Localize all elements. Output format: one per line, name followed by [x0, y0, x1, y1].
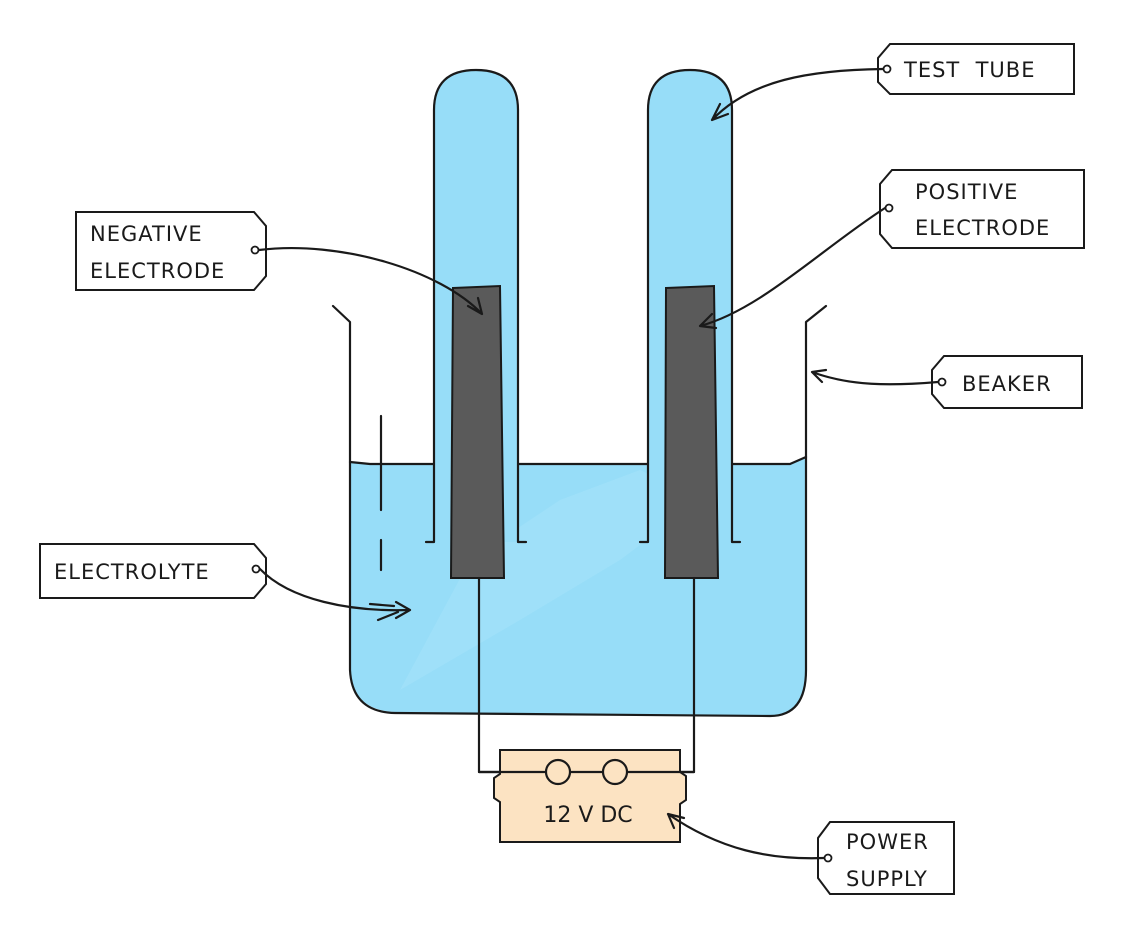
liquid-sheen — [400, 470, 700, 690]
tag-beaker: BEAKER — [931, 355, 1083, 409]
label-negative-line1: NEGATIVE — [90, 222, 203, 246]
beaker-outline — [331, 304, 828, 718]
label-negative-line2: ELECTRODE — [90, 259, 225, 283]
arrow-positive-electrode — [698, 206, 887, 330]
power-supply-text: 12 V DC — [543, 803, 632, 828]
tag-electrolyte: ELECTROLYTE — [39, 543, 267, 599]
right-test-tube-outline — [638, 68, 742, 544]
tag-power-supply: POWER SUPPLY — [817, 821, 955, 895]
tag-negative-electrode: NEGATIVE ELECTRODE — [75, 211, 267, 291]
power-supply-box — [493, 749, 687, 843]
label-electrolyte: ELECTROLYTE — [54, 560, 210, 584]
negative-terminal — [544, 758, 572, 786]
arrow-negative-electrode — [257, 246, 484, 316]
label-test-tube: TEST TUBE — [903, 58, 1035, 82]
label-beaker: BEAKER — [962, 372, 1052, 396]
left-test-tube-outline — [424, 68, 528, 544]
liquid-surface — [348, 455, 808, 466]
arrow-beaker — [810, 368, 940, 386]
arrow-test-tube — [710, 67, 885, 122]
tag-test-tube: TEST TUBE — [877, 43, 1075, 95]
label-power-line1: POWER — [846, 830, 929, 854]
label-positive-line2: ELECTRODE — [915, 216, 1050, 240]
arrow-power-supply — [666, 812, 826, 860]
arrow-electrolyte — [258, 567, 412, 622]
label-power-line2: SUPPLY — [846, 867, 928, 891]
positive-terminal — [601, 758, 629, 786]
positive-electrode — [663, 284, 720, 579]
label-positive-line1: POSITIVE — [915, 180, 1018, 204]
tag-positive-electrode: POSITIVE ELECTRODE — [879, 169, 1085, 249]
negative-electrode — [449, 284, 506, 579]
